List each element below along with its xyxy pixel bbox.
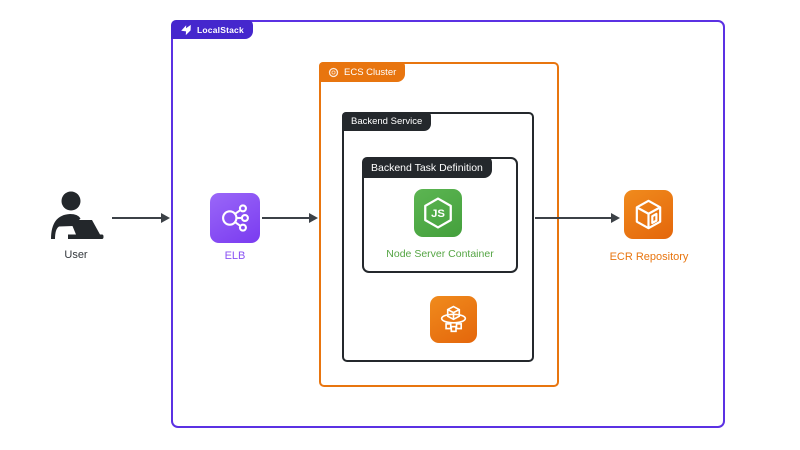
- ecs-cluster-tag: ECS Cluster: [319, 62, 406, 82]
- ecr-repository-label: ECR Repository: [609, 251, 689, 263]
- user-label: User: [64, 249, 88, 261]
- backend-service-tag: Backend Service: [342, 112, 432, 131]
- localstack-group-box: [171, 20, 725, 428]
- svg-text:JS: JS: [431, 208, 445, 220]
- nodejs-hexagon-js-icon: JS: [414, 189, 462, 237]
- arrow-elb-to-ecs-cluster: [262, 213, 318, 223]
- backend-service-group-box: [342, 112, 534, 362]
- user-icon: [48, 191, 104, 243]
- localstack-logo-icon: [180, 24, 192, 36]
- backend-service-tag-label: Backend Service: [351, 116, 423, 127]
- arrow-user-to-localstack: [112, 213, 170, 223]
- ecs-cluster-group-box: [319, 62, 559, 387]
- arrow-backend-service-to-ecr: [535, 213, 620, 223]
- localstack-tag: LocalStack: [171, 20, 253, 39]
- localstack-tag-label: LocalStack: [197, 24, 244, 35]
- ecr-cube-icon: [624, 190, 673, 239]
- ecs-cube-orbit-icon: [430, 296, 477, 343]
- elb-label: ELB: [224, 250, 246, 262]
- elb-icon: [210, 193, 260, 243]
- backend-task-definition-tag: Backend Task Definition: [362, 157, 492, 178]
- ecs-cluster-tag-label: ECS Cluster: [344, 66, 397, 78]
- node-server-container-label: Node Server Container: [386, 248, 494, 260]
- backend-task-definition-tag-label: Backend Task Definition: [371, 161, 483, 174]
- ecs-ring-icon: [328, 67, 339, 78]
